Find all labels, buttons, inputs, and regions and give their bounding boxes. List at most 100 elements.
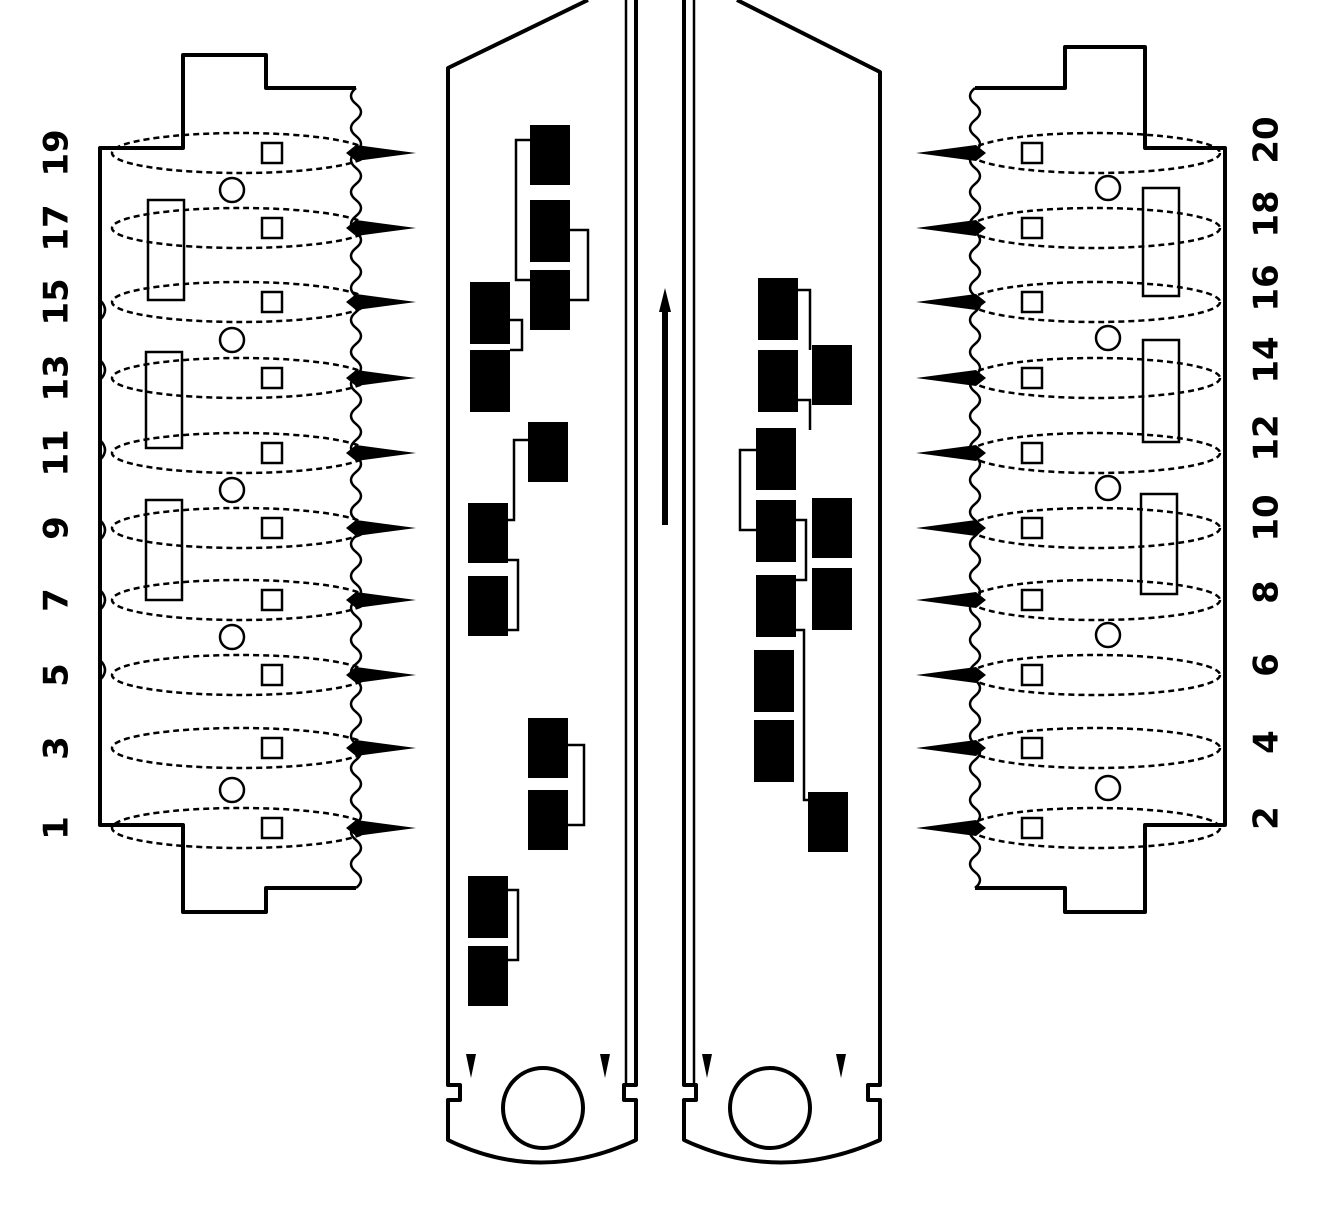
left-contact-window	[260, 516, 284, 540]
right-board-pad	[754, 720, 794, 782]
left-board-pad	[530, 270, 570, 330]
right-board-pad	[812, 498, 852, 558]
left-pin-label: 11	[37, 429, 77, 476]
right-latch-hole	[1094, 324, 1122, 352]
left-board-trace	[570, 228, 590, 302]
left-pin-label: 7	[37, 588, 77, 612]
right-board-trace	[796, 518, 808, 582]
left-board-pad	[468, 946, 508, 1006]
left-clip-3	[144, 498, 184, 602]
right-contact-window	[1020, 588, 1044, 612]
right-latch-hole	[1094, 774, 1122, 802]
left-contact-spike	[346, 370, 416, 386]
left-contact-outline	[110, 653, 370, 697]
left-contact-window	[260, 141, 284, 165]
left-contact-window	[260, 736, 284, 760]
right-contact-window	[1020, 736, 1044, 760]
left-contact-cells	[110, 131, 416, 850]
right-pin-label: 18	[1247, 190, 1287, 237]
right-housing-outline	[975, 45, 1227, 914]
right-contact-spike	[916, 820, 986, 836]
right-pin-label: 8	[1247, 580, 1287, 604]
right-board-pad	[756, 575, 796, 637]
left-contact-outline	[110, 431, 370, 475]
left-latch-hole	[218, 776, 246, 804]
left-pin-label: 9	[37, 516, 77, 540]
left-contact-spike	[346, 740, 416, 756]
left-board-pad	[528, 790, 568, 850]
right-contact-outline	[968, 356, 1222, 400]
left-clip-1	[146, 198, 186, 302]
right-board-pad	[758, 350, 798, 412]
right-contact-window	[1020, 516, 1044, 540]
right-contact-outline	[968, 653, 1222, 697]
right-contact-spike	[916, 520, 986, 536]
right-board-pad	[756, 428, 796, 490]
right-contact-window	[1020, 441, 1044, 465]
left-board-pad	[470, 350, 510, 412]
left-contact-outline	[110, 506, 370, 550]
right-board-trace	[798, 288, 812, 350]
left-contact-spike	[346, 445, 416, 461]
left-board-pad	[530, 200, 570, 262]
left-board-trace	[568, 743, 586, 827]
left-board-trace	[510, 318, 524, 352]
right-board-pad	[758, 278, 798, 340]
left-contact-window	[260, 290, 284, 314]
right-contact-spike	[916, 592, 986, 608]
left-contact-spike	[346, 520, 416, 536]
left-pin-label: 5	[37, 663, 77, 687]
left-clip-2	[144, 350, 184, 450]
right-board-pad	[756, 500, 796, 562]
left-contact-outline	[110, 206, 370, 250]
right-board-pad	[812, 345, 852, 405]
right-contact-window	[1020, 816, 1044, 840]
right-contact-outline	[968, 431, 1222, 475]
right-contact-cells	[916, 131, 1222, 850]
right-contact-outline	[968, 726, 1222, 770]
right-contact-outline	[968, 206, 1222, 250]
right-contact-outline	[968, 506, 1222, 550]
right-housing-wavy-edge	[968, 87, 982, 889]
left-contact-spike	[346, 820, 416, 836]
right-board-pad	[808, 792, 848, 852]
right-connector-housing	[916, 45, 1227, 914]
left-contact-window	[260, 216, 284, 240]
left-board-marker-1	[466, 1054, 476, 1078]
right-pin-label: 12	[1247, 414, 1287, 461]
right-pin-label: 6	[1247, 653, 1287, 677]
right-board-mounting-hole	[728, 1066, 812, 1150]
left-pin-label: 15	[37, 278, 77, 325]
left-latch-hole	[218, 176, 246, 204]
right-board-trace	[738, 448, 756, 532]
left-contact-window	[260, 663, 284, 687]
left-connector-housing	[98, 53, 416, 914]
left-contact-spike	[346, 294, 416, 310]
right-latch-hole	[1094, 174, 1122, 202]
left-board-pad	[528, 422, 568, 482]
right-circuit-board	[682, 0, 882, 1165]
left-board-pad	[468, 503, 508, 563]
right-board-pad	[812, 568, 852, 630]
right-latch-hole	[1094, 474, 1122, 502]
right-board-marker-1	[702, 1054, 712, 1078]
right-contact-window	[1020, 216, 1044, 240]
left-board-pad	[468, 876, 508, 938]
left-contact-window	[260, 441, 284, 465]
right-board-marker-2	[836, 1054, 846, 1078]
left-board-trace	[514, 138, 530, 282]
left-housing-notch-edge	[99, 299, 107, 681]
left-pin-label: 3	[37, 736, 77, 760]
right-clip-1	[1141, 186, 1181, 298]
right-pin-label: 2	[1247, 806, 1287, 830]
left-board-trace	[508, 438, 528, 522]
left-contact-outline	[110, 280, 370, 324]
left-board-marker-2	[600, 1054, 610, 1078]
right-contact-outline	[968, 806, 1222, 850]
right-contact-window	[1020, 290, 1044, 314]
right-contact-window	[1020, 663, 1044, 687]
left-contact-outline	[110, 726, 370, 770]
